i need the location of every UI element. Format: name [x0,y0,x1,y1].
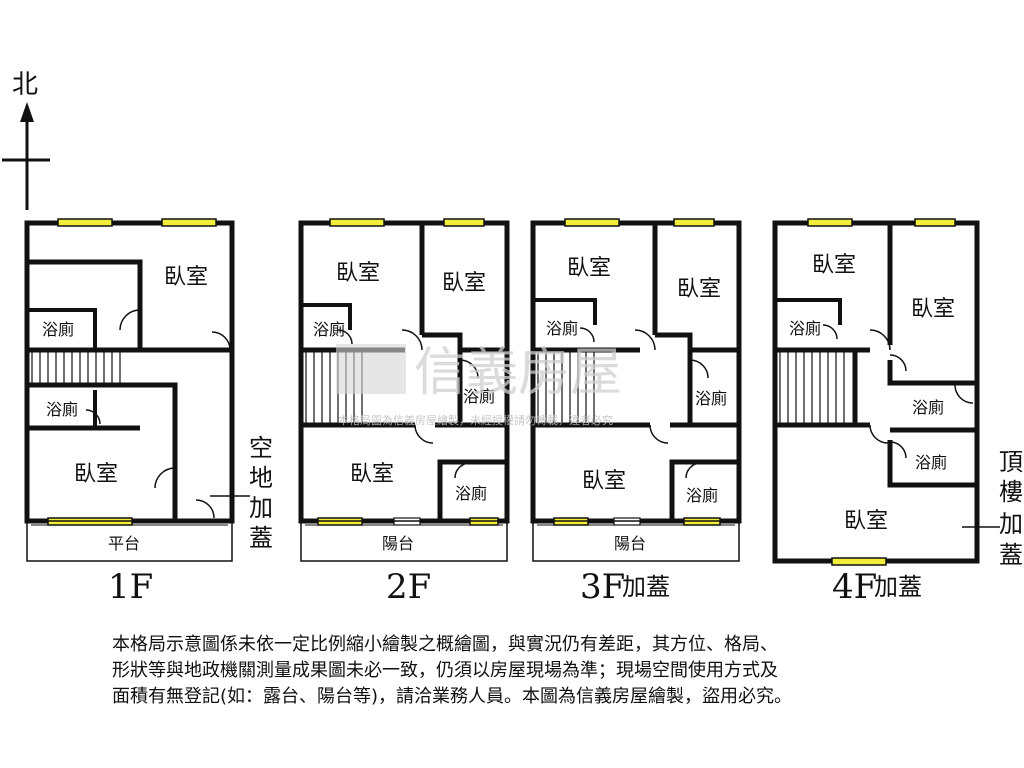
room-label: 臥室 [677,277,721,302]
north-arrow-icon [20,102,34,122]
side-note-char: 空 [249,434,273,462]
side-note-char: 蓋 [999,541,1023,569]
room-label: 臥室 [336,261,380,286]
room-label: 浴廁 [789,319,821,338]
room-label: 臥室 [567,256,611,281]
room-label: 浴廁 [695,389,727,408]
window [807,218,853,227]
room-label: 臥室 [442,271,486,296]
watermark-notice: 本格局圖為信義房屋繪製，未經授權請勿轉載，違者必究 [338,413,613,427]
balcony-label: 陽台 [614,534,646,553]
floor-name: 1F [108,567,153,607]
room-label: 浴廁 [546,319,578,338]
window [673,218,715,227]
room-label: 臥室 [350,462,394,487]
floor-4f-labels: 臥室 臥室 浴廁 浴廁 浴廁 臥室 頂 樓 加 蓋 4F 加蓋 [789,253,1023,607]
side-note-char: 頂 [999,448,1023,476]
disclaimer-line: 本格局示意圖係未依一定比例縮小繪製之概繪圖，與實況仍有差距，其方位、格局、 [112,634,778,655]
floor-2f-plan [298,218,510,562]
floor-name: 2F [386,567,431,607]
staircase [31,352,121,383]
floor-3f-plan [530,218,742,562]
room-label: 臥室 [911,297,955,322]
balcony-label: 陽台 [382,534,414,553]
window [329,218,385,227]
floor-3f-labels: 臥室 臥室 浴廁 浴廁 臥室 浴廁 陽台 3F 加蓋 [546,256,727,607]
north-compass: 北 [2,70,50,210]
side-note-char: 加 [249,494,273,522]
window [161,218,217,227]
room-label: 浴廁 [463,387,495,406]
room-label: 浴廁 [915,453,947,472]
brand-logo-icon [336,344,406,394]
room-label: 臥室 [582,469,626,494]
room-label: 浴廁 [42,320,74,339]
floor-1f-labels: 臥室 浴廁 浴廁 臥室 平台 空 地 加 蓋 1F [42,265,273,607]
side-note-char: 地 [249,464,273,492]
floor-suffix: 加蓋 [622,573,670,601]
window [443,218,485,227]
disclaimer-text: 本格局示意圖係未依一定比例縮小繪製之概繪圖，與實況仍有差距，其方位、格局、 形狀… [112,632,932,710]
room-label: 臥室 [844,509,888,534]
disclaimer-line: 形狀等與地政機關測量成果圖未必一致，仍須以房屋現場為準；現場空間使用方式及 [112,660,778,681]
side-note-char: 加 [999,510,1023,538]
watermark-brand: 信義房屋 [414,343,622,403]
floor-4f-plan [772,218,1000,566]
room-label: 臥室 [812,253,856,278]
staircase [537,352,595,423]
room-label: 浴廁 [912,398,944,417]
room-label: 浴廁 [46,400,78,419]
room-label: 臥室 [164,265,208,290]
floor-2f-labels: 臥室 臥室 浴廁 浴廁 臥室 浴廁 陽台 2F [313,261,495,607]
side-note-char: 樓 [999,478,1023,506]
window [57,218,113,227]
floor-name: 3F [580,567,625,607]
north-label: 北 [12,70,38,100]
room-label: 浴廁 [313,320,345,339]
watermark: 信義房屋 本格局圖為信義房屋繪製，未經授權請勿轉載，違者必究 [336,343,622,427]
staircase [779,352,845,423]
window [831,557,887,566]
room-label: 臥室 [74,462,118,487]
floor-name: 4F [832,567,877,607]
floor-1f-plan [24,218,250,562]
room-label: 浴廁 [455,484,487,503]
disclaimer-line: 面積有無登記(如：露台、陽台等)，請洽業務人員。本圖為信義房屋繪製，盜用必究。 [112,686,793,707]
balcony-label: 平台 [108,534,140,553]
room-label: 浴廁 [686,486,718,505]
side-note-char: 蓋 [249,524,273,552]
window [564,218,620,227]
window [914,218,956,227]
floor-suffix: 加蓋 [874,573,922,601]
